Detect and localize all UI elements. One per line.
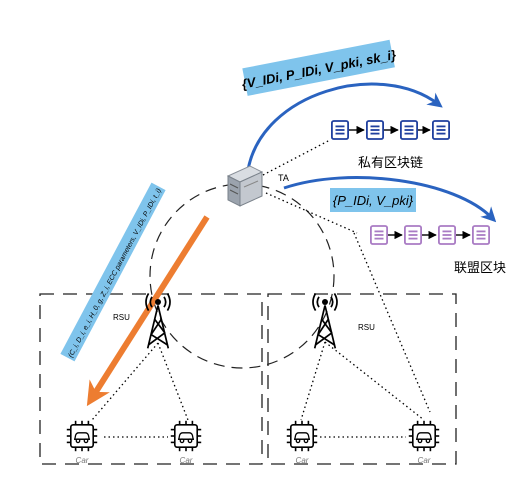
ta-to-private-chain-arrow <box>246 82 443 171</box>
car-1-label: Car <box>76 456 89 465</box>
ta-to-consortium-chain-arrow <box>283 176 497 223</box>
consortium-blockchain <box>370 225 490 245</box>
car-3-icon <box>286 420 318 452</box>
vehicle-formula-text: (C_i, D_i, e_i, H_0, g, Z_i, ECC paramet… <box>67 188 162 359</box>
region-left-box <box>39 293 263 465</box>
consortium-block-3-icon <box>438 225 456 245</box>
private-chain-label: 私有区块链 <box>358 155 423 170</box>
link-rsu-left-car2 <box>157 342 189 421</box>
private-block-1-icon <box>331 120 349 140</box>
ta-label: TA <box>278 173 289 183</box>
consortium-chain-label: 联盟区块 <box>454 260 506 275</box>
consortium-block-2-icon <box>404 225 422 245</box>
link-ta-private-chain <box>262 139 331 176</box>
private-blockchain <box>331 120 450 140</box>
consortium-formula-text: {P_IDi, V_pki} <box>333 193 414 208</box>
dotted-links <box>91 139 431 438</box>
link-consortium-car4 <box>353 232 431 413</box>
rsu-right-label: RSU <box>358 323 375 332</box>
car-2-label: Car <box>180 456 193 465</box>
link-rsu-right-car3 <box>300 341 326 421</box>
link-ta-consortium-chain <box>265 192 358 234</box>
link-rsu-right-car4 <box>324 341 425 421</box>
rsu-right-tower-icon <box>312 292 338 350</box>
consortium-block-4-icon <box>472 225 490 245</box>
rsu-left-tower-icon <box>145 292 171 350</box>
car-2-icon <box>170 420 202 452</box>
private-block-4-icon <box>432 120 450 140</box>
consortium-formula-box: {P_IDi, V_pki} <box>330 188 416 212</box>
rsu-left-label: RSU <box>113 313 130 322</box>
ta-server-icon <box>226 165 264 207</box>
region-right-box <box>267 293 457 465</box>
ta-to-vehicle-arrow <box>86 215 210 407</box>
car-3-label: Car <box>296 456 309 465</box>
car-4-label: Car <box>418 456 431 465</box>
private-block-2-icon <box>366 120 384 140</box>
private-formula-box: {V_IDi, P_IDi, V_pki, sk_i} <box>240 39 397 96</box>
car-4-icon <box>408 420 440 452</box>
private-block-3-icon <box>400 120 418 140</box>
ta-coverage-circle <box>149 183 335 369</box>
car-1-icon <box>66 420 98 452</box>
link-rsu-left-car1 <box>91 342 159 421</box>
consortium-block-1-icon <box>370 225 388 245</box>
